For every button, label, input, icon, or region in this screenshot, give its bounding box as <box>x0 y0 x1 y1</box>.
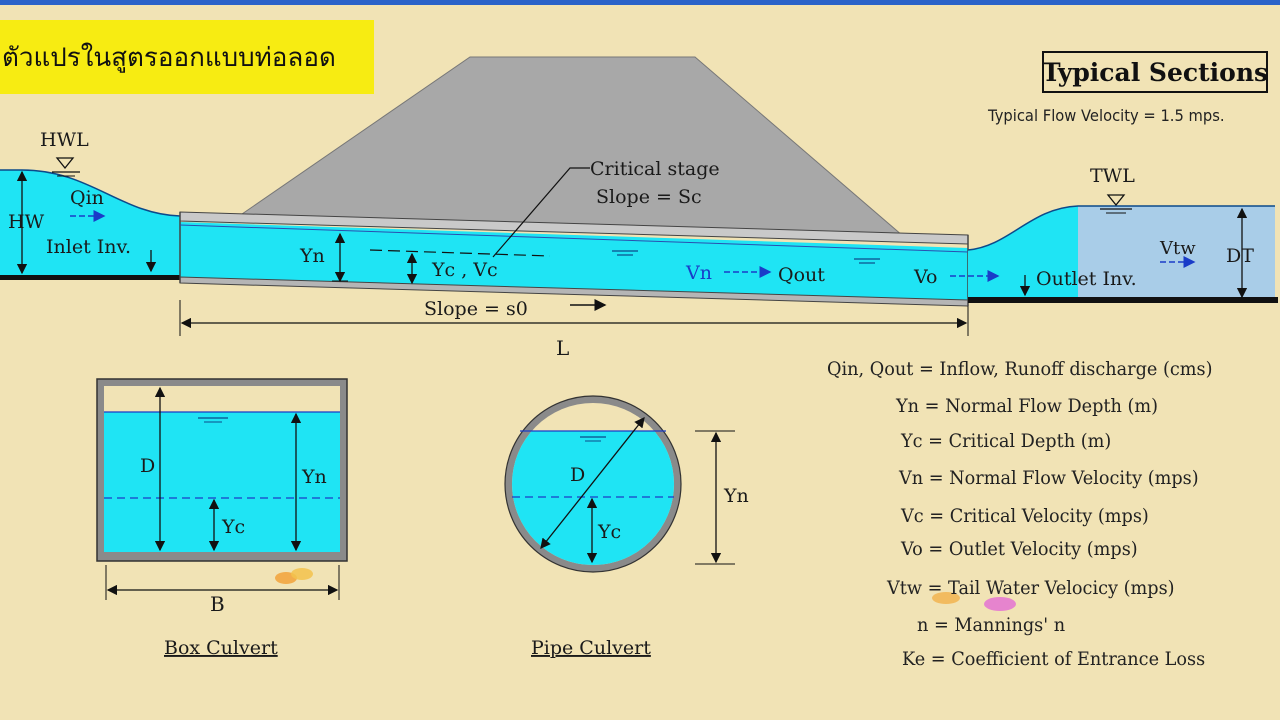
slope-s0-label: Slope = s0 <box>424 298 528 320</box>
box-yn-label: Yn <box>301 466 327 488</box>
legend-yc: Yc = Critical Depth (m) <box>901 430 1112 452</box>
legend-vo: Vo = Outlet Velocity (mps) <box>901 538 1138 560</box>
critical-depth-line <box>369 249 551 257</box>
typical-flow-velocity: Typical Flow Velocity = 1.5 mps. <box>988 106 1225 125</box>
pipe-d-dimension <box>540 416 645 550</box>
length-label: L <box>556 336 569 360</box>
box-b-label: B <box>210 592 225 616</box>
inlet-water-surface <box>0 169 181 217</box>
pipe-culvert-water <box>512 431 674 565</box>
legend-qin-qout: Qin, Qout = Inflow, Runoff discharge (cm… <box>827 358 1213 380</box>
profile-yc-vc-label: Yc , Vc <box>431 259 498 281</box>
legend-yn: Yn = Normal Flow Depth (m) <box>896 395 1159 417</box>
dt-label: DT <box>1226 245 1254 267</box>
culvert-water <box>180 222 968 300</box>
qin-label: Qin <box>70 187 104 209</box>
culvert-surface-markers <box>612 250 880 264</box>
window-top-bar <box>0 0 1280 5</box>
pipe-culvert-caption: Pipe Culvert <box>531 637 651 659</box>
butterfly-decoration-icon <box>932 592 1016 611</box>
thai-title: ตัวแปรในสูตรออกแบบท่อลอด <box>2 42 336 73</box>
pipe-d-label: D <box>570 464 585 486</box>
legend-vtw: Vtw = Tail Water Velocicy (mps) <box>887 577 1175 599</box>
hwl-marker-icon <box>52 157 80 177</box>
thai-title-banner: ตัวแปรในสูตรออกแบบท่อลอด <box>0 20 374 94</box>
pipe-yn-label: Yn <box>723 485 749 507</box>
outlet-ground <box>968 297 1278 303</box>
critical-stage-leader <box>492 167 590 258</box>
box-yc-label: Yc <box>221 516 245 538</box>
inlet-pond-water <box>0 170 180 278</box>
qout-label: Qout <box>778 264 825 286</box>
hw-label: HW <box>8 211 45 233</box>
critical-stage-label: Critical stage <box>590 158 720 180</box>
typical-sections-title: Typical Sections <box>1042 51 1268 93</box>
legend-n: n = Mannings' n <box>917 614 1066 636</box>
legend-ke: Ke = Coefficient of Entrance Loss <box>902 648 1206 670</box>
box-d-label: D <box>140 455 155 477</box>
legend-vc: Vc = Critical Velocity (mps) <box>901 505 1149 527</box>
hwl-label: HWL <box>40 129 89 151</box>
profile-yn-label: Yn <box>299 245 325 267</box>
inlet-ground <box>0 275 180 280</box>
vtw-label: Vtw <box>1159 238 1196 259</box>
twl-label: TWL <box>1090 165 1135 187</box>
embankment <box>241 56 904 241</box>
vo-label: Vo <box>913 266 937 288</box>
box-culvert-caption: Box Culvert <box>164 637 278 659</box>
outlet-inv-label: Outlet Inv. <box>1036 268 1137 290</box>
twl-marker-icon <box>1100 194 1132 214</box>
vn-label: Vn <box>685 262 712 284</box>
slope-sc-label: Slope = Sc <box>596 186 702 208</box>
inlet-inv-label: Inlet Inv. <box>46 236 131 258</box>
pipe-yc-label: Yc <box>597 521 621 543</box>
butterfly-decoration-icon <box>275 568 313 584</box>
legend-vn: Vn = Normal Flow Velocity (mps) <box>899 467 1199 489</box>
